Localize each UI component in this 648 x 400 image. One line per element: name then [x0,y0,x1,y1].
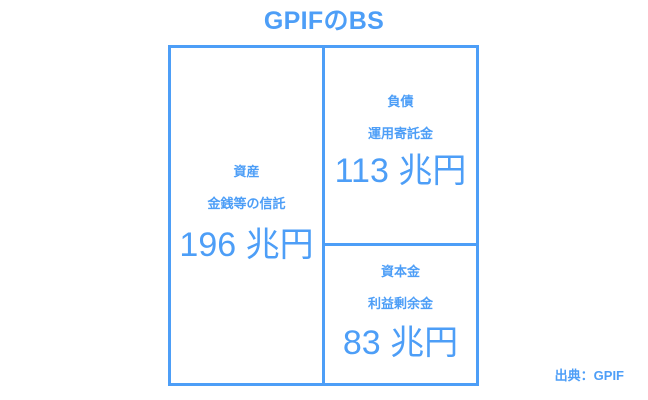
page-title: GPIFのBS [263,7,385,35]
liabilities-cell: 負債 運用寄託金 113 兆円 [325,48,476,246]
liabilities-equity-column: 負債 運用寄託金 113 兆円 資本金 利益剰余金 83 兆円 [325,48,476,383]
assets-amount: 196 兆円 [179,225,314,264]
assets-column: 資産 金銭等の信託 196 兆円 [171,48,325,383]
assets-subtitle: 金銭等の信託 [207,195,286,211]
source-note: 出典：GPIF [554,368,624,383]
liabilities-subtitle: 運用寄託金 [367,125,433,141]
liabilities-amount: 113 兆円 [334,151,467,190]
assets-cell: 資産 金銭等の信託 196 兆円 [171,48,322,383]
equity-amount: 83 兆円 [342,323,459,362]
equity-cell: 資本金 利益剰余金 83 兆円 [325,246,476,383]
balance-sheet-diagram: 資産 金銭等の信託 196 兆円 負債 運用寄託金 113 兆円 資本金 利益剰… [168,45,479,386]
equity-subtitle: 利益剰余金 [367,295,433,311]
assets-title: 資産 [233,163,260,179]
equity-title: 資本金 [380,263,420,279]
liabilities-title: 負債 [387,93,414,109]
